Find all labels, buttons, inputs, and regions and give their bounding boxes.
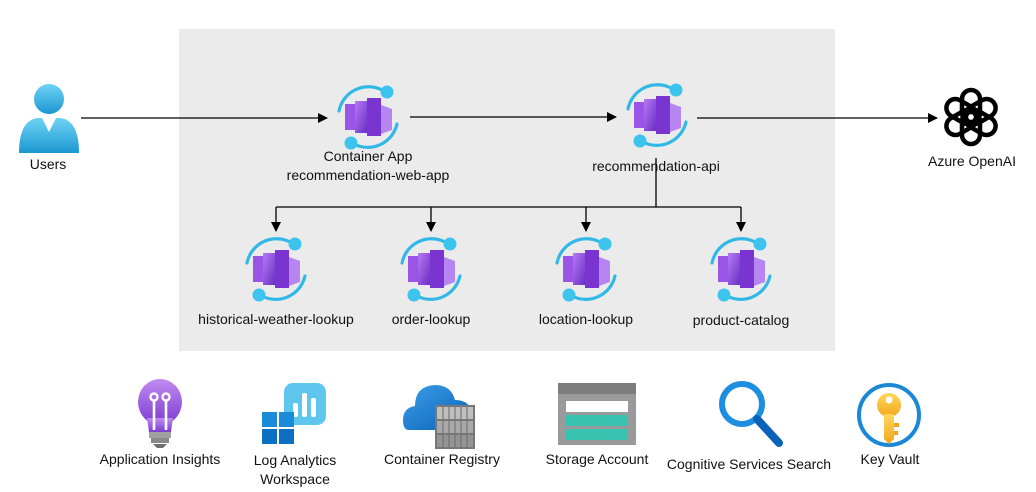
app-insights-label: Application Insights xyxy=(99,451,221,467)
lightbulb-icon xyxy=(138,379,182,448)
product-catalog-label: product-catalog xyxy=(692,312,790,328)
storage-account-icon xyxy=(558,383,636,445)
search-icon xyxy=(719,381,783,447)
key-icon xyxy=(857,383,921,447)
location-lookup-label: location-lookup xyxy=(538,311,634,327)
web-app-label: Container App recommendation-web-app xyxy=(287,147,450,185)
container-registry-label: Container Registry xyxy=(384,451,500,467)
weather-lookup-label: historical-weather-lookup xyxy=(198,311,354,327)
key-vault-label: Key Vault xyxy=(860,451,920,467)
openai-icon xyxy=(944,87,998,147)
web-app-label-line1: Container App xyxy=(323,148,413,164)
log-analytics-label-line2: Workspace xyxy=(260,471,330,487)
users-label: Users xyxy=(29,156,67,172)
log-analytics-label-line1: Log Analytics xyxy=(253,452,337,468)
api-label: recommendation-api xyxy=(592,158,720,174)
log-analytics-label: Log Analytics Workspace xyxy=(254,451,337,489)
container-registry-icon xyxy=(403,385,475,449)
openai-label: Azure OpenAI xyxy=(928,153,1016,169)
log-analytics-icon xyxy=(262,383,326,444)
container-apps-environment xyxy=(179,29,835,351)
storage-account-label: Storage Account xyxy=(545,451,649,467)
user-icon xyxy=(19,84,79,153)
web-app-label-line2: recommendation-web-app xyxy=(286,167,450,183)
cognitive-search-label: Cognitive Services Search xyxy=(666,456,832,472)
connectors xyxy=(81,112,938,232)
order-lookup-label: order-lookup xyxy=(391,311,471,327)
